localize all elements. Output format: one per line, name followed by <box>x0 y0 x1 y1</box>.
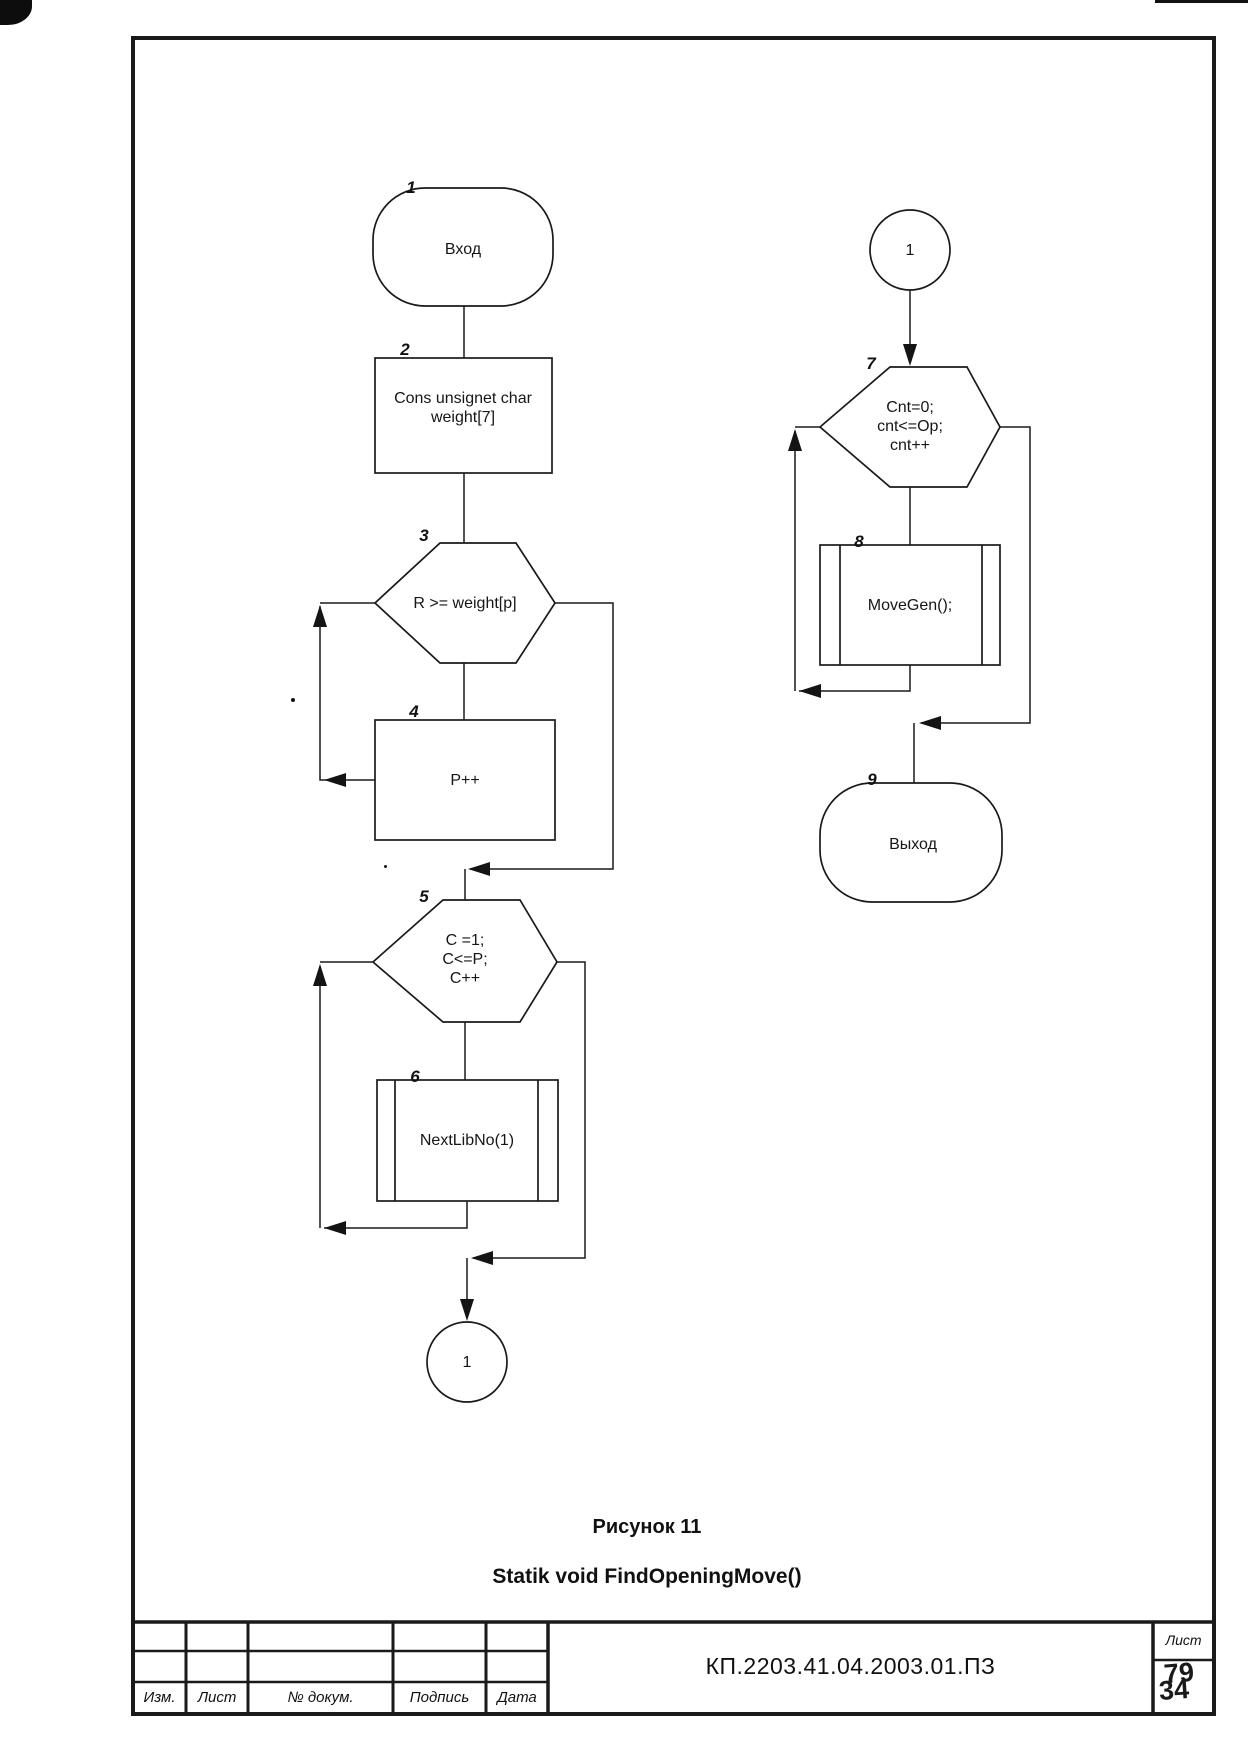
titleblock-col-podpis: Подпись <box>409 1689 470 1706</box>
arrowhead-up <box>788 429 802 451</box>
node-9-text: Выход <box>889 836 937 853</box>
node-5-line1: C =1; <box>445 932 485 949</box>
sheet-number-cell: 79 34 <box>1153 1657 1214 1714</box>
connector-in-text: 1 <box>905 242 915 259</box>
node-1-text: Вход <box>444 241 482 258</box>
node-2-process <box>374 357 553 474</box>
edge-n6-loopback <box>324 1201 468 1229</box>
edge-n5-exit <box>473 961 586 1259</box>
arrowhead-left <box>324 773 346 787</box>
node-1-number: 1 <box>406 178 416 197</box>
node-4-process <box>374 719 556 841</box>
node-9-number: 9 <box>867 770 877 789</box>
node-7-loop-hexagon <box>818 366 1001 488</box>
edge-n8-loopback <box>799 665 911 692</box>
node-7-text: Cnt=0; cnt<=Op; cnt++ <box>830 398 990 455</box>
arrowhead-left <box>919 716 941 730</box>
document-number: КП.2203.41.04.2003.01.ПЗ <box>705 1653 996 1679</box>
figure-caption-title: Statik void FindOpeningMove() <box>492 1565 802 1588</box>
connector-out-circle <box>426 1321 508 1403</box>
arrowhead-left <box>324 1221 346 1235</box>
arrowhead-up <box>313 605 327 627</box>
figure-caption-number: Рисунок 11 <box>592 1516 702 1538</box>
node-5-line3: C++ <box>449 970 481 987</box>
node-2-number: 2 <box>400 340 410 359</box>
edge-n4-loopback <box>319 606 375 781</box>
scan-speck <box>384 865 387 868</box>
node-3-number: 3 <box>419 526 429 545</box>
node-4-number: 4 <box>409 702 419 721</box>
titleblock-col-izm: Изм. <box>143 1689 176 1706</box>
node-7-line2: cnt<=Op; <box>877 418 943 435</box>
node-3-text: R >= weight[p] <box>413 595 517 612</box>
node-2-line1: Cons unsignet char <box>394 390 532 407</box>
node-3-loop-hexagon <box>373 542 557 664</box>
node-2-line2: weight[7] <box>430 409 496 426</box>
arrowhead-down <box>460 1299 474 1321</box>
node-2-text: Cons unsignet char weight[7] <box>363 389 563 427</box>
node-9-terminator <box>819 782 1003 903</box>
titleblock-col-list: Лист <box>197 1689 237 1706</box>
node-7-line3: cnt++ <box>889 437 931 454</box>
titleblock-col-data: Дата <box>497 1689 537 1706</box>
node-8-text: MoveGen(); <box>867 597 953 614</box>
node-5-number: 5 <box>419 887 429 906</box>
arrowhead-left <box>471 1251 493 1265</box>
node-8-number: 8 <box>854 532 864 551</box>
titleblock-col-dokum: № докум. <box>287 1689 354 1706</box>
node-5-text: C =1; C<=P; C++ <box>385 931 545 988</box>
arrowhead-left <box>468 862 490 876</box>
sheet-label: Лист <box>1165 1632 1202 1648</box>
node-1-terminator <box>372 187 554 307</box>
sheet-number-under: 34 <box>1157 1673 1191 1707</box>
node-7-line1: Cnt=0; <box>886 399 934 416</box>
arrowhead-up <box>313 964 327 986</box>
node-8-predefined-process <box>819 544 1001 666</box>
node-6-text: NextLibNo(1) <box>419 1132 515 1149</box>
arrowhead-left <box>799 684 821 698</box>
node-4-text: P++ <box>450 772 480 789</box>
connector-out-text: 1 <box>462 1354 472 1371</box>
node-7-number: 7 <box>866 354 876 373</box>
arrowhead-down <box>903 344 917 366</box>
node-5-loop-hexagon <box>371 899 558 1023</box>
node-6-predefined-process <box>376 1079 559 1202</box>
scan-edge-mark <box>1155 0 1248 3</box>
connector-in-circle <box>869 209 951 291</box>
edge-n7-exit <box>921 426 1031 724</box>
node-6-number: 6 <box>410 1067 420 1086</box>
node-5-line2: C<=P; <box>442 951 488 968</box>
page-frame <box>131 36 1216 1716</box>
scan-speck <box>291 698 295 702</box>
edge-n3-exit <box>470 602 614 870</box>
